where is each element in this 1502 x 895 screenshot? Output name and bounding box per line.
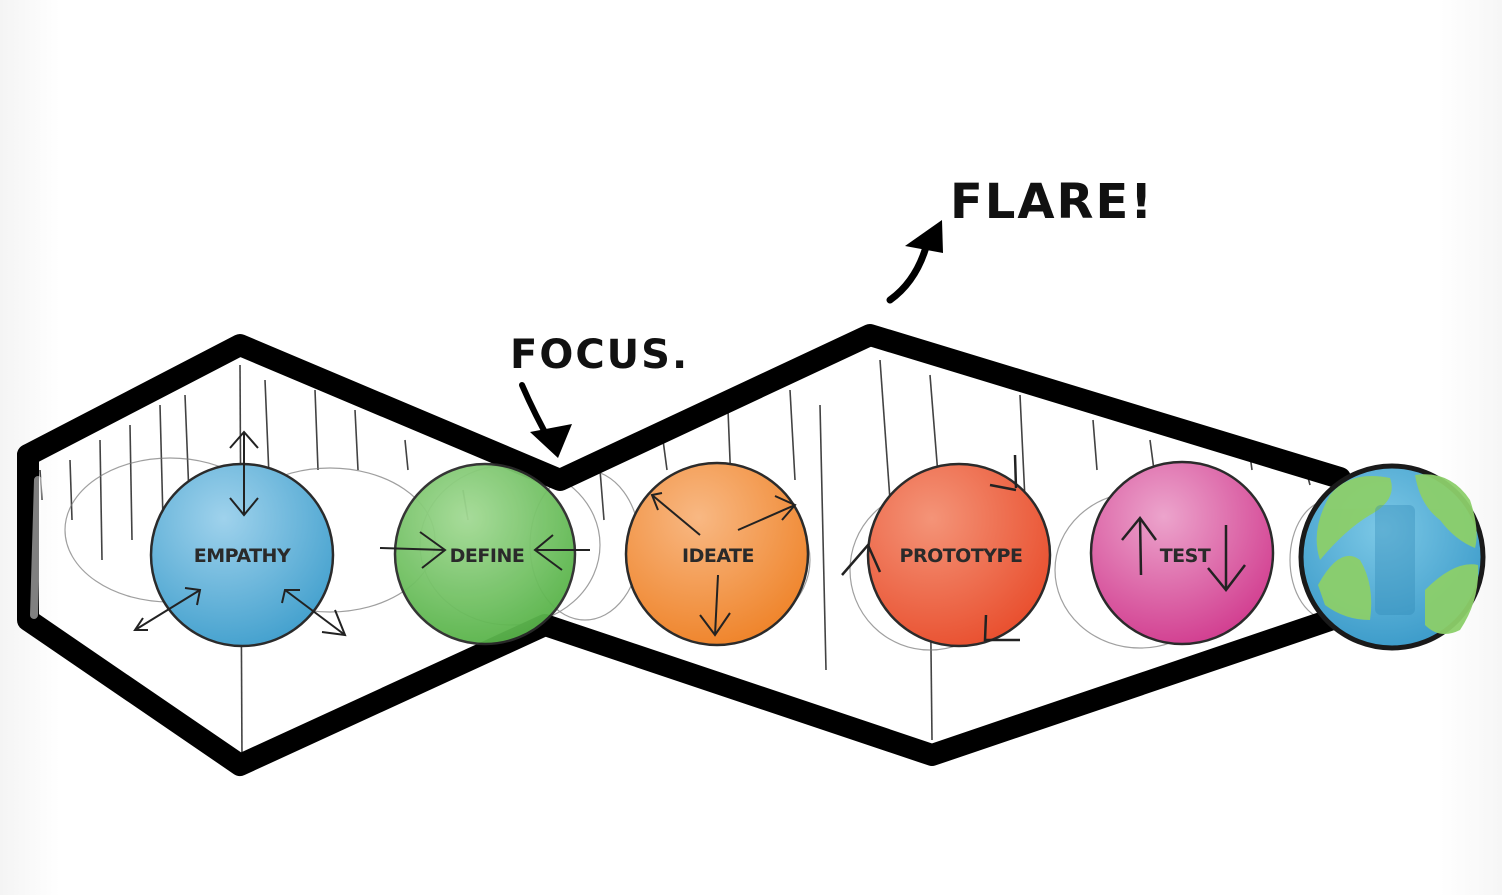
arrows-cycle-icon	[841, 454, 1020, 642]
stage-label-empathy: EMPATHY	[194, 545, 291, 567]
focus-arrowhead-icon	[530, 424, 572, 458]
stage-ideate[interactable]: IDEATE	[624, 461, 810, 647]
flare-focus-outline	[17, 324, 1351, 776]
flare-arrowhead-icon	[905, 220, 943, 253]
stage-label-ideate: IDEATE	[682, 545, 754, 567]
stage-world[interactable]	[1298, 463, 1486, 651]
stage-label-define: DEFINE	[450, 545, 525, 567]
flare-annotation: FLARE!	[886, 174, 1154, 304]
arrows-diverging-icon	[650, 492, 797, 637]
globe-shadow	[1375, 505, 1415, 615]
arrows-outward-icon	[133, 430, 347, 637]
stage-empathy[interactable]: EMPATHY	[133, 430, 347, 648]
stage-label-prototype: PROTOTYPE	[900, 545, 1023, 567]
stage-test[interactable]: TEST	[1089, 460, 1275, 646]
focus-annotation: FOCUS.	[510, 332, 689, 458]
focus-label: FOCUS.	[510, 332, 689, 378]
arrows-inward-icon	[379, 531, 590, 571]
stage-label-test: TEST	[1160, 545, 1211, 567]
stage-define[interactable]: DEFINE	[379, 462, 590, 646]
stage-prototype[interactable]: PROTOTYPE	[841, 454, 1052, 648]
arrows-up-down-icon	[1121, 515, 1246, 593]
globe-icon	[1316, 474, 1479, 634]
flare-label: FLARE!	[950, 174, 1154, 230]
